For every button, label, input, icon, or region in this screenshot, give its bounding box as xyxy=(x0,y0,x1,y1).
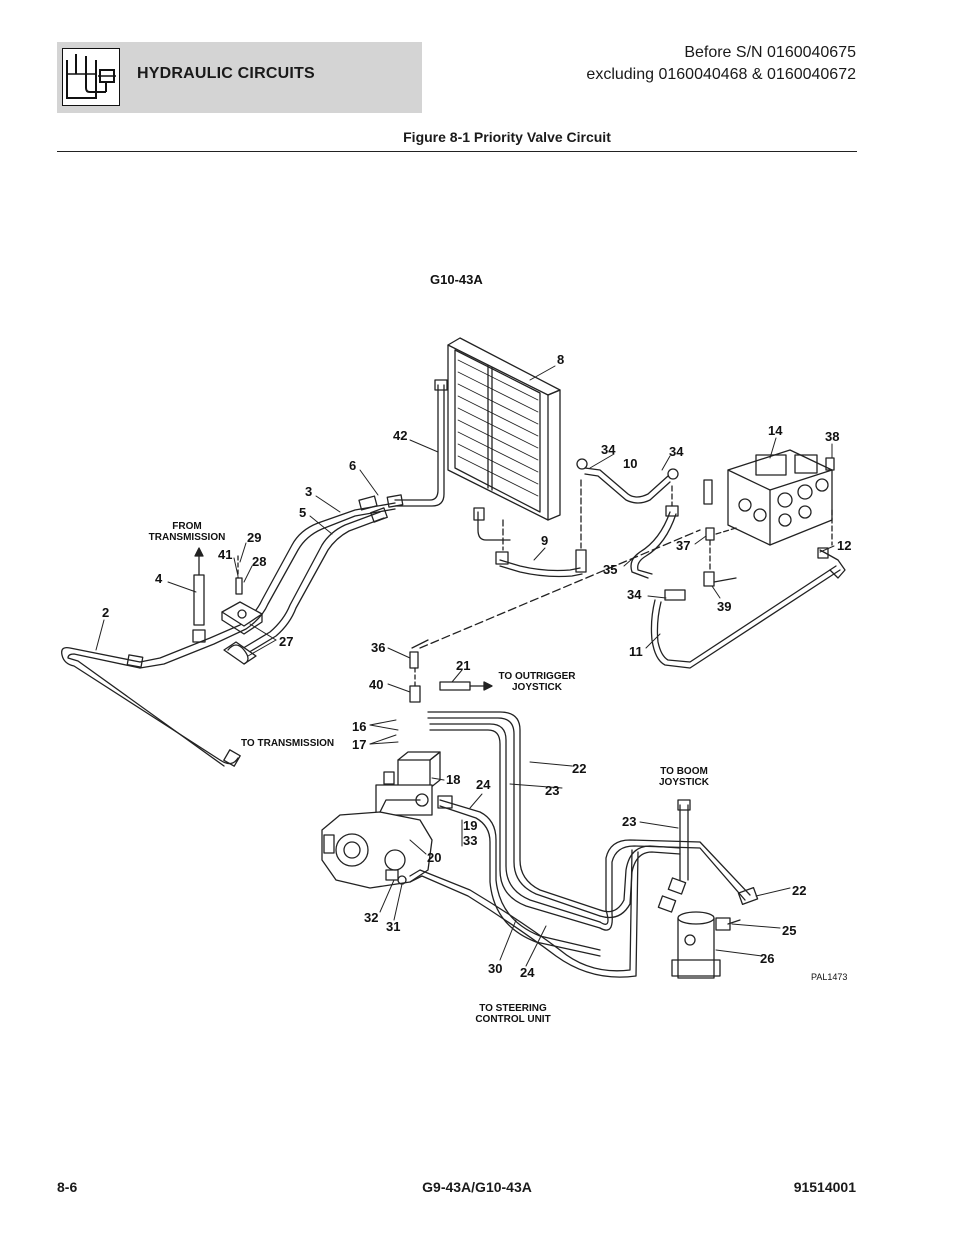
steering-control-unit xyxy=(671,911,741,979)
callout-25: 25 xyxy=(782,923,796,938)
callout-24a: 24 xyxy=(476,777,491,792)
section-title: HYDRAULIC CIRCUITS xyxy=(137,65,315,82)
callout-41: 41 xyxy=(218,547,232,562)
callout-31: 31 xyxy=(386,919,400,934)
callout-11: 11 xyxy=(629,644,643,659)
callout-24b: 24 xyxy=(520,965,535,980)
callout-33: 33 xyxy=(463,833,477,848)
callout-19: 19 xyxy=(463,818,477,833)
serial-range: Before S/N 0160040675 excluding 01600404… xyxy=(586,42,856,86)
callout-35: 35 xyxy=(603,562,617,577)
main-control-valve xyxy=(727,449,846,579)
callout-34c: 34 xyxy=(627,587,642,602)
callout-23b: 23 xyxy=(622,814,636,829)
from-transmission-pipe xyxy=(192,547,206,643)
page-number: 8-6 xyxy=(57,1179,78,1195)
tube-11 xyxy=(650,569,841,669)
callout-16: 16 xyxy=(352,719,366,734)
callout-21: 21 xyxy=(456,658,470,673)
serial-line-2: excluding 0160040468 & 0160040672 xyxy=(586,66,856,83)
to-outrigger-label-1: TO OUTRIGGER xyxy=(498,671,576,682)
callout-17: 17 xyxy=(352,737,366,752)
callout-9: 9 xyxy=(541,533,548,548)
figure-title: Figure 8-1 Priority Valve Circuit xyxy=(403,129,611,145)
doc-number: 91514001 xyxy=(793,1179,856,1195)
callout-34a: 34 xyxy=(601,442,616,457)
drawing-id: PAL1473 xyxy=(811,972,847,982)
callout-2: 2 xyxy=(102,605,109,620)
callout-numbers: 8 42 6 3 5 34 10 34 14 38 29 41 28 9 37 … xyxy=(102,352,851,980)
callout-22a: 22 xyxy=(572,761,586,776)
to-boom-label-1: TO BOOM xyxy=(660,766,708,777)
to-boom-label-2: JOYSTICK xyxy=(659,777,710,788)
callout-36: 36 xyxy=(371,640,385,655)
callout-6: 6 xyxy=(349,458,356,473)
serial-line-1: Before S/N 0160040675 xyxy=(684,44,856,61)
callout-22b: 22 xyxy=(792,883,806,898)
callout-26: 26 xyxy=(760,951,774,966)
callout-10: 10 xyxy=(623,456,637,471)
callout-5: 5 xyxy=(299,505,306,520)
callout-38: 38 xyxy=(825,429,839,444)
callout-28: 28 xyxy=(252,554,266,569)
to-transmission-label: TO TRANSMISSION xyxy=(241,738,334,749)
callout-30: 30 xyxy=(488,961,502,976)
to-steering-label-2: CONTROL UNIT xyxy=(475,1014,550,1025)
clamp-assembly xyxy=(221,555,263,665)
callout-8: 8 xyxy=(557,352,564,367)
callout-27: 27 xyxy=(279,634,293,649)
callout-23a: 23 xyxy=(545,783,559,798)
callout-leaders xyxy=(95,365,835,967)
callout-32: 32 xyxy=(364,910,378,925)
callout-20: 20 xyxy=(427,850,441,865)
callout-14: 14 xyxy=(768,423,783,438)
hose-9 xyxy=(499,559,581,572)
to-outrigger-label-2: JOYSTICK xyxy=(512,682,563,693)
hydraulic-pump xyxy=(321,799,433,889)
tube-10 xyxy=(584,467,669,498)
callout-34b: 34 xyxy=(669,444,684,459)
hydraulic-tank-icon xyxy=(62,48,120,106)
callout-29: 29 xyxy=(247,530,261,545)
to-steering-label-1: TO STEERING xyxy=(479,1003,547,1014)
transmission-lines xyxy=(61,494,404,767)
steering-lines xyxy=(409,711,759,978)
callout-40: 40 xyxy=(369,677,383,692)
callout-3: 3 xyxy=(305,484,312,499)
callout-4: 4 xyxy=(155,571,163,586)
priority-valve xyxy=(375,751,441,816)
header-rule xyxy=(57,151,857,152)
callout-42: 42 xyxy=(393,428,407,443)
footer-model: G9-43A/G10-43A xyxy=(422,1179,532,1195)
callout-39: 39 xyxy=(717,599,731,614)
from-transmission-label-2: TRANSMISSION xyxy=(149,532,226,543)
model-label: G10-43A xyxy=(430,272,483,287)
oil-cooler xyxy=(394,337,561,541)
from-transmission-label-1: FROM xyxy=(172,521,201,532)
callout-12: 12 xyxy=(837,538,851,553)
callout-37: 37 xyxy=(676,538,690,553)
callout-18: 18 xyxy=(446,772,460,787)
